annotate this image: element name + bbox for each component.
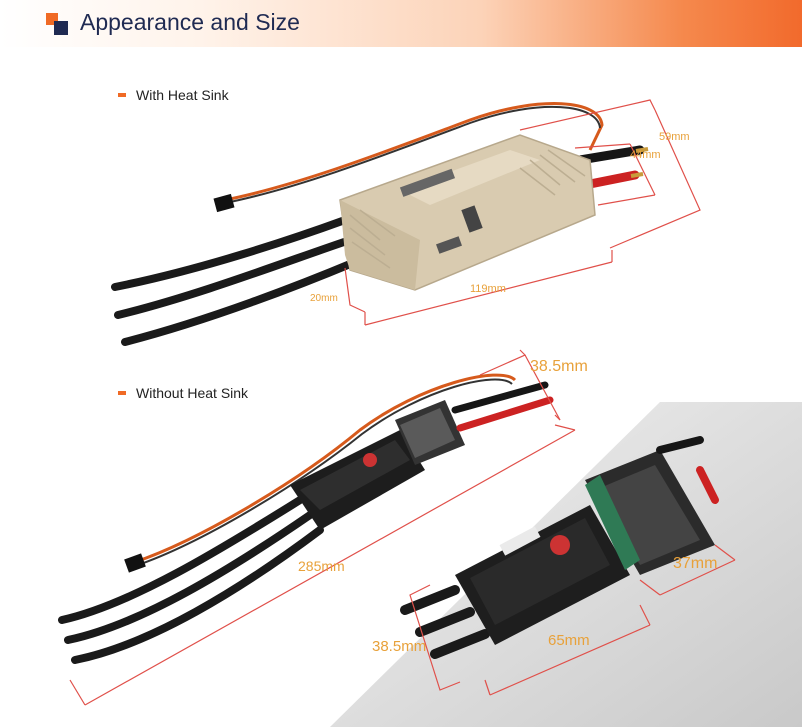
dim-bottom-length: 65mm (548, 632, 590, 649)
dim-mid-length: 285mm (298, 558, 345, 574)
section-header: Appearance and Size (0, 0, 802, 47)
esc-closeup-image (400, 436, 719, 659)
label-with-heat-sink: With Heat Sink (118, 87, 229, 103)
page-title: Appearance and Size (80, 9, 300, 35)
bullet-icon (118, 93, 126, 97)
esc-with-heat-sink-image (111, 102, 649, 346)
esc-without-heat-sink-image (58, 373, 554, 664)
dim-top-depth: 20mm (310, 293, 338, 304)
dim-bottom-width: 38.5mm (372, 638, 427, 655)
top-dimension-lines (344, 99, 701, 326)
dim-mid-width: 38.5mm (530, 358, 588, 375)
label-without-heat-sink: Without Heat Sink (118, 385, 248, 401)
dim-top-length: 119mm (470, 283, 506, 295)
bottom-dimension-lines (409, 544, 736, 696)
dim-top-height: 59mm (659, 131, 690, 143)
dim-top-width: 44mm (630, 149, 661, 161)
bullet-icon (118, 391, 126, 395)
mid-dimension-lines (69, 349, 576, 706)
dim-bottom-cap: 37mm (673, 555, 718, 572)
squares-icon (46, 13, 70, 37)
